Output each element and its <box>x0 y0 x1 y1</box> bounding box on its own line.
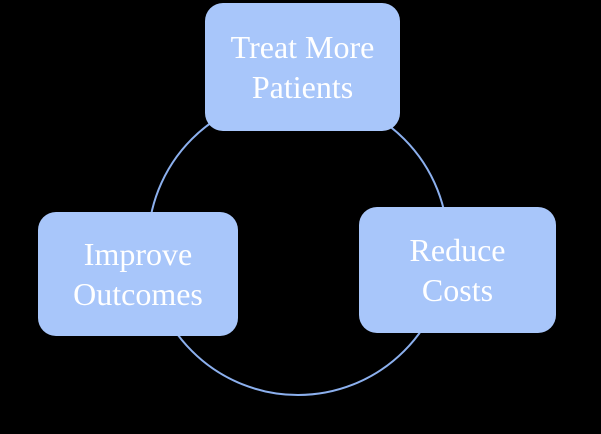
node-reduce-costs[interactable]: Reduce Costs <box>359 207 556 333</box>
node-treat-more-patients[interactable]: Treat More Patients <box>205 3 400 131</box>
node-treat-more-patients-label: Treat More Patients <box>230 29 375 105</box>
node-improve-outcomes[interactable]: Improve Outcomes <box>38 212 238 336</box>
node-improve-outcomes-label: Improve Outcomes <box>73 236 203 312</box>
node-reduce-costs-label: Reduce Costs <box>409 232 506 308</box>
